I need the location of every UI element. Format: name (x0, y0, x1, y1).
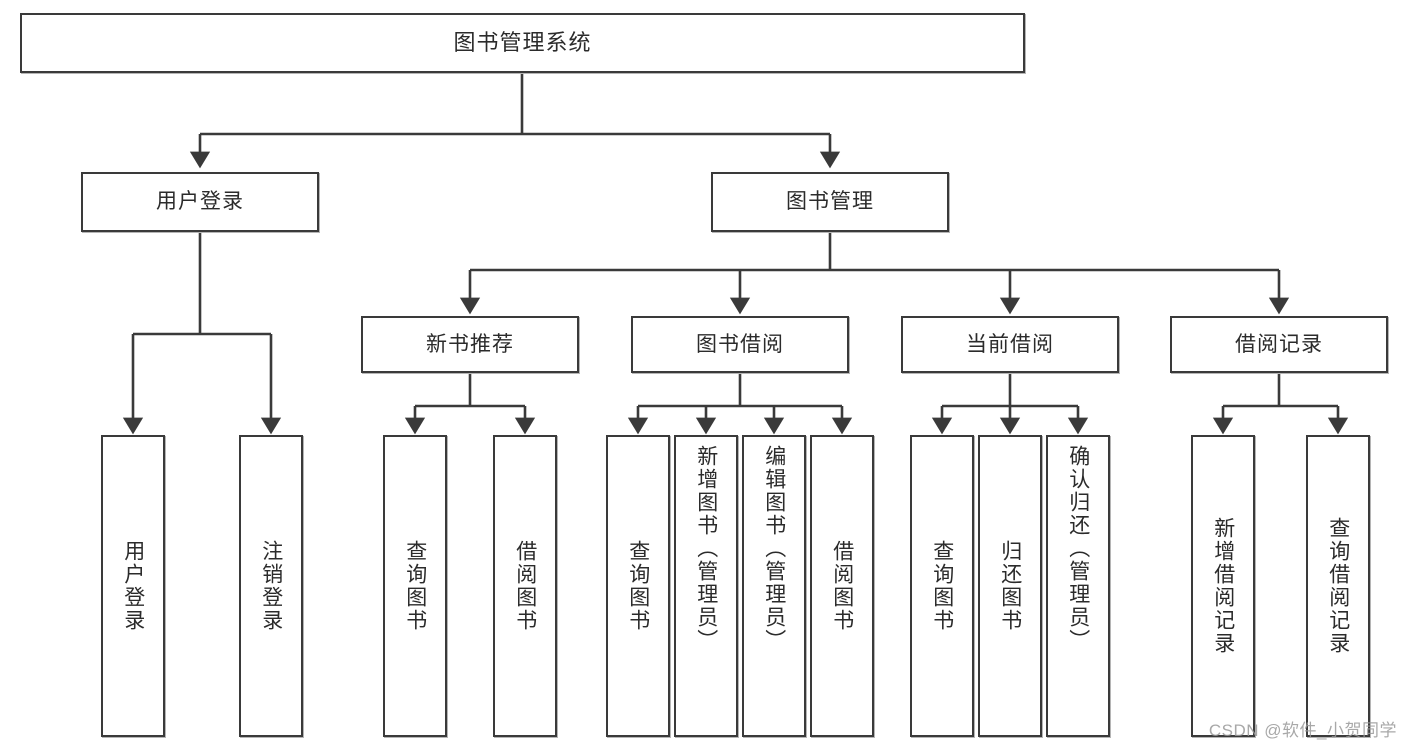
node-leaf-query-book-2[interactable]: 查询图书 (606, 435, 670, 737)
node-root-book-management-system[interactable]: 图书管理系统 (20, 13, 1025, 73)
node-leaf-add-record[interactable]: 新增借阅记录 (1191, 435, 1255, 737)
node-new-book-recommend-label: 新书推荐 (426, 332, 514, 356)
node-book-borrow-label: 图书借阅 (696, 332, 784, 356)
node-current-borrow[interactable]: 当前借阅 (901, 316, 1119, 373)
node-borrow-record-label: 借阅记录 (1235, 332, 1323, 356)
node-leaf-confirm-return-label: 确认归还（管理员） (1066, 445, 1090, 652)
node-book-manage[interactable]: 图书管理 (711, 172, 949, 232)
node-leaf-borrow-book-2[interactable]: 借阅图书 (810, 435, 874, 737)
node-leaf-user-login-label: 用户登录 (121, 540, 145, 632)
node-leaf-return-book-label: 归还图书 (998, 540, 1022, 632)
node-book-manage-label: 图书管理 (786, 190, 874, 214)
node-leaf-query-book-2-label: 查询图书 (626, 540, 650, 632)
node-leaf-query-book-3-label: 查询图书 (930, 540, 954, 632)
node-leaf-confirm-return[interactable]: 确认归还（管理员） (1046, 435, 1110, 737)
node-root-label: 图书管理系统 (453, 29, 592, 55)
csdn-watermark: CSDN @软件_小贺同学 (1208, 721, 1397, 740)
node-leaf-query-book-1[interactable]: 查询图书 (383, 435, 447, 737)
node-current-borrow-label: 当前借阅 (966, 332, 1054, 356)
node-leaf-return-book[interactable]: 归还图书 (978, 435, 1042, 737)
node-leaf-edit-book[interactable]: 编辑图书（管理员） (742, 435, 806, 737)
node-leaf-query-book-1-label: 查询图书 (403, 540, 427, 632)
node-new-book-recommend[interactable]: 新书推荐 (361, 316, 579, 373)
node-leaf-borrow-book-2-label: 借阅图书 (830, 540, 854, 632)
node-leaf-user-login[interactable]: 用户登录 (101, 435, 165, 737)
node-book-borrow[interactable]: 图书借阅 (631, 316, 849, 373)
node-user-login-label: 用户登录 (156, 190, 244, 214)
node-leaf-add-book[interactable]: 新增图书（管理员） (674, 435, 738, 737)
node-user-login[interactable]: 用户登录 (81, 172, 319, 232)
node-leaf-borrow-book-1-label: 借阅图书 (513, 540, 537, 632)
node-leaf-borrow-book-1[interactable]: 借阅图书 (493, 435, 557, 737)
node-leaf-query-record[interactable]: 查询借阅记录 (1306, 435, 1370, 737)
node-leaf-logout-login-label: 注销登录 (259, 540, 283, 632)
node-leaf-add-record-label: 新增借阅记录 (1211, 517, 1235, 655)
node-leaf-add-book-label: 新增图书（管理员） (694, 445, 718, 652)
node-leaf-logout-login[interactable]: 注销登录 (239, 435, 303, 737)
node-leaf-edit-book-label: 编辑图书（管理员） (762, 445, 786, 652)
node-borrow-record[interactable]: 借阅记录 (1170, 316, 1388, 373)
node-leaf-query-record-label: 查询借阅记录 (1326, 517, 1350, 655)
node-leaf-query-book-3[interactable]: 查询图书 (910, 435, 974, 737)
